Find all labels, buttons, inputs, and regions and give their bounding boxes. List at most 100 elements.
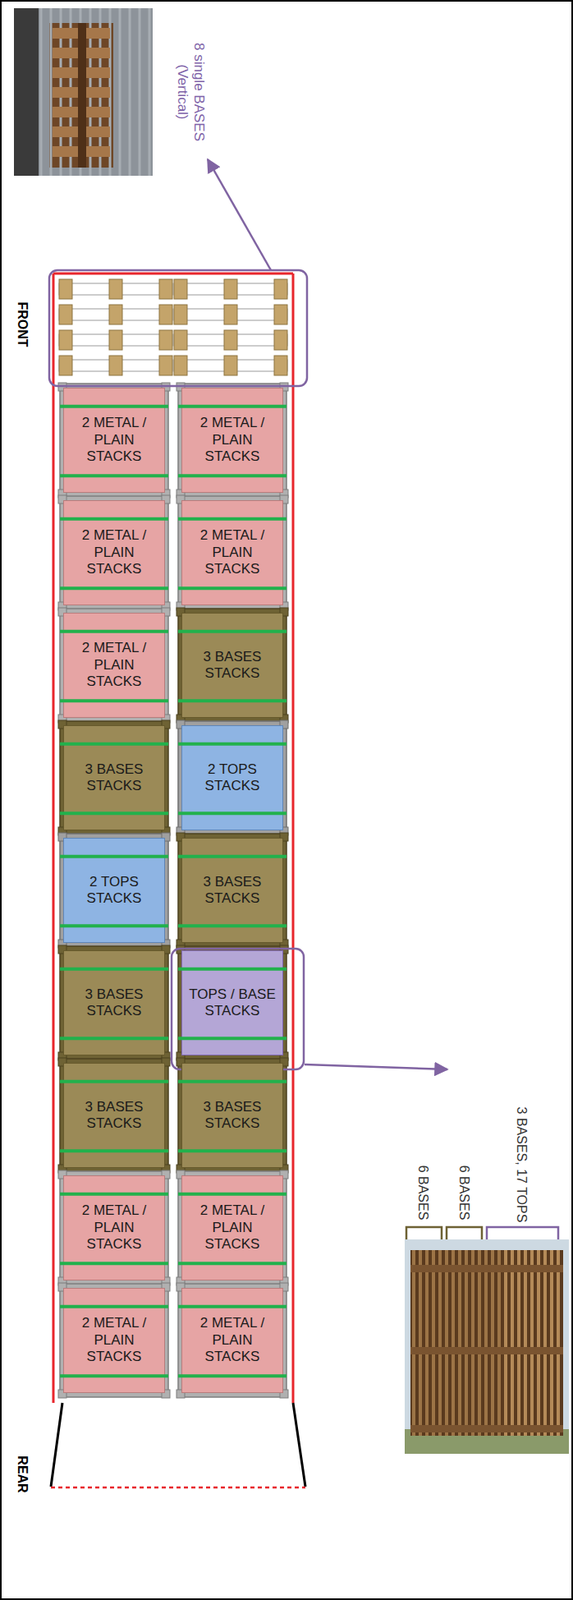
load-stack-box: 2 METAL / PLAIN STACKS xyxy=(63,1174,166,1280)
pallet-block xyxy=(59,279,73,299)
strap-line xyxy=(178,1373,287,1377)
pallet-base xyxy=(59,833,169,947)
wood-slat xyxy=(490,1249,495,1435)
wood-slat xyxy=(444,1249,449,1435)
pallet-block xyxy=(159,304,173,325)
wood-block xyxy=(410,1346,564,1354)
strap-line xyxy=(178,742,287,746)
wood-slat xyxy=(497,1249,501,1435)
pallet-block xyxy=(224,330,238,350)
strap-line xyxy=(59,1148,169,1152)
highlight-bracket xyxy=(171,948,304,1069)
pallet-base xyxy=(178,833,287,947)
pallet-block xyxy=(109,355,123,376)
strap-line xyxy=(59,1035,169,1040)
wood-slat xyxy=(451,1249,455,1435)
pallet-base xyxy=(59,495,169,610)
highlight-bracket xyxy=(49,270,308,386)
strap-line xyxy=(59,629,169,633)
pallet-block xyxy=(224,279,238,299)
strap-line xyxy=(59,698,169,702)
pallet-block xyxy=(59,355,73,376)
load-stack-box: 2 METAL / PLAIN STACKS xyxy=(63,499,166,606)
load-stack-box: 2 METAL / PLAIN STACKS xyxy=(181,499,284,606)
annotation-label: 6 BASES xyxy=(455,1164,472,1220)
strap-line xyxy=(178,1304,287,1308)
stack-label: 3 BASES STACKS xyxy=(66,1098,162,1133)
pallet-block xyxy=(59,330,73,350)
pallet-base xyxy=(59,1170,169,1284)
pallet-base xyxy=(178,1170,287,1284)
pallet-block xyxy=(159,330,173,350)
strap-line xyxy=(178,586,287,590)
strap-line xyxy=(59,1191,169,1196)
pallet-base xyxy=(59,608,169,722)
group-bracket xyxy=(486,1226,559,1239)
wood-slat xyxy=(517,1249,521,1435)
strap-line xyxy=(178,404,287,408)
pallet-stringer xyxy=(77,22,87,168)
container-wall xyxy=(13,8,153,176)
load-stack-box: 3 BASES STACKS xyxy=(63,949,166,1055)
pallet-block xyxy=(174,355,188,376)
wood-slat xyxy=(530,1249,534,1435)
pallet-base xyxy=(178,1283,287,1397)
pallet-base xyxy=(178,945,287,1059)
wall-rib xyxy=(40,8,43,176)
trailer-wall xyxy=(292,273,295,1403)
wood-slat xyxy=(543,1249,547,1435)
load-stack-box: 3 BASES STACKS xyxy=(181,1062,284,1168)
strap-line xyxy=(178,1079,287,1083)
stack-label: 2 METAL / PLAIN STACKS xyxy=(66,1314,162,1365)
stack-label: TOPS / BASE STACKS xyxy=(184,985,280,1020)
group-bracket xyxy=(446,1226,482,1239)
strap-line xyxy=(178,1260,287,1265)
strap-line xyxy=(59,586,169,590)
wood-slat xyxy=(418,1249,422,1435)
strap-line xyxy=(178,811,287,815)
strap-line xyxy=(178,629,287,633)
pallet-block xyxy=(274,355,288,376)
wood-slat xyxy=(510,1249,514,1435)
pallet-block xyxy=(174,304,188,325)
stack-photo xyxy=(404,1238,569,1454)
load-stack-box: 3 BASES STACKS xyxy=(63,724,166,830)
trailer-door xyxy=(293,1402,306,1486)
wood-slat xyxy=(458,1249,462,1435)
callout-arrow xyxy=(207,159,271,271)
strap-line xyxy=(59,923,169,927)
pallet-base xyxy=(59,945,169,1059)
trailer-door xyxy=(50,1402,63,1486)
wood-slat xyxy=(412,1249,416,1435)
annotation-label: 6 BASES xyxy=(414,1164,431,1220)
strap-line xyxy=(178,923,287,927)
load-stack-box: 3 BASES STACKS xyxy=(63,1062,166,1168)
wood-slat xyxy=(504,1249,508,1435)
pallet-block xyxy=(174,279,188,299)
stack-label: 2 METAL / PLAIN STACKS xyxy=(184,414,280,465)
pallet-base xyxy=(178,720,287,835)
pallet-photo xyxy=(49,22,114,168)
strap-line xyxy=(178,854,287,858)
wood-slat xyxy=(523,1249,528,1435)
wood-slat xyxy=(471,1249,475,1435)
wood-slat xyxy=(438,1249,442,1435)
strap-line xyxy=(59,742,169,746)
container-photo xyxy=(13,8,153,176)
trailer-wall xyxy=(52,273,56,1403)
load-stack-box: 2 METAL / PLAIN STACKS xyxy=(181,1287,284,1393)
strap-line xyxy=(59,473,169,477)
annotation-label: 3 BASES, 17 TOPS xyxy=(513,1106,529,1223)
stack-label: 2 METAL / PLAIN STACKS xyxy=(66,1201,162,1252)
trailer-outline xyxy=(50,273,306,1487)
strap-line xyxy=(59,811,169,815)
pallet-base xyxy=(59,1058,169,1172)
strap-line xyxy=(59,1260,169,1265)
pallet-base xyxy=(59,1283,169,1397)
load-stack-box: 2 METAL / PLAIN STACKS xyxy=(63,387,166,493)
pallet-base xyxy=(178,608,287,722)
pallet-block xyxy=(159,355,173,376)
pallet-bases xyxy=(58,382,289,1398)
